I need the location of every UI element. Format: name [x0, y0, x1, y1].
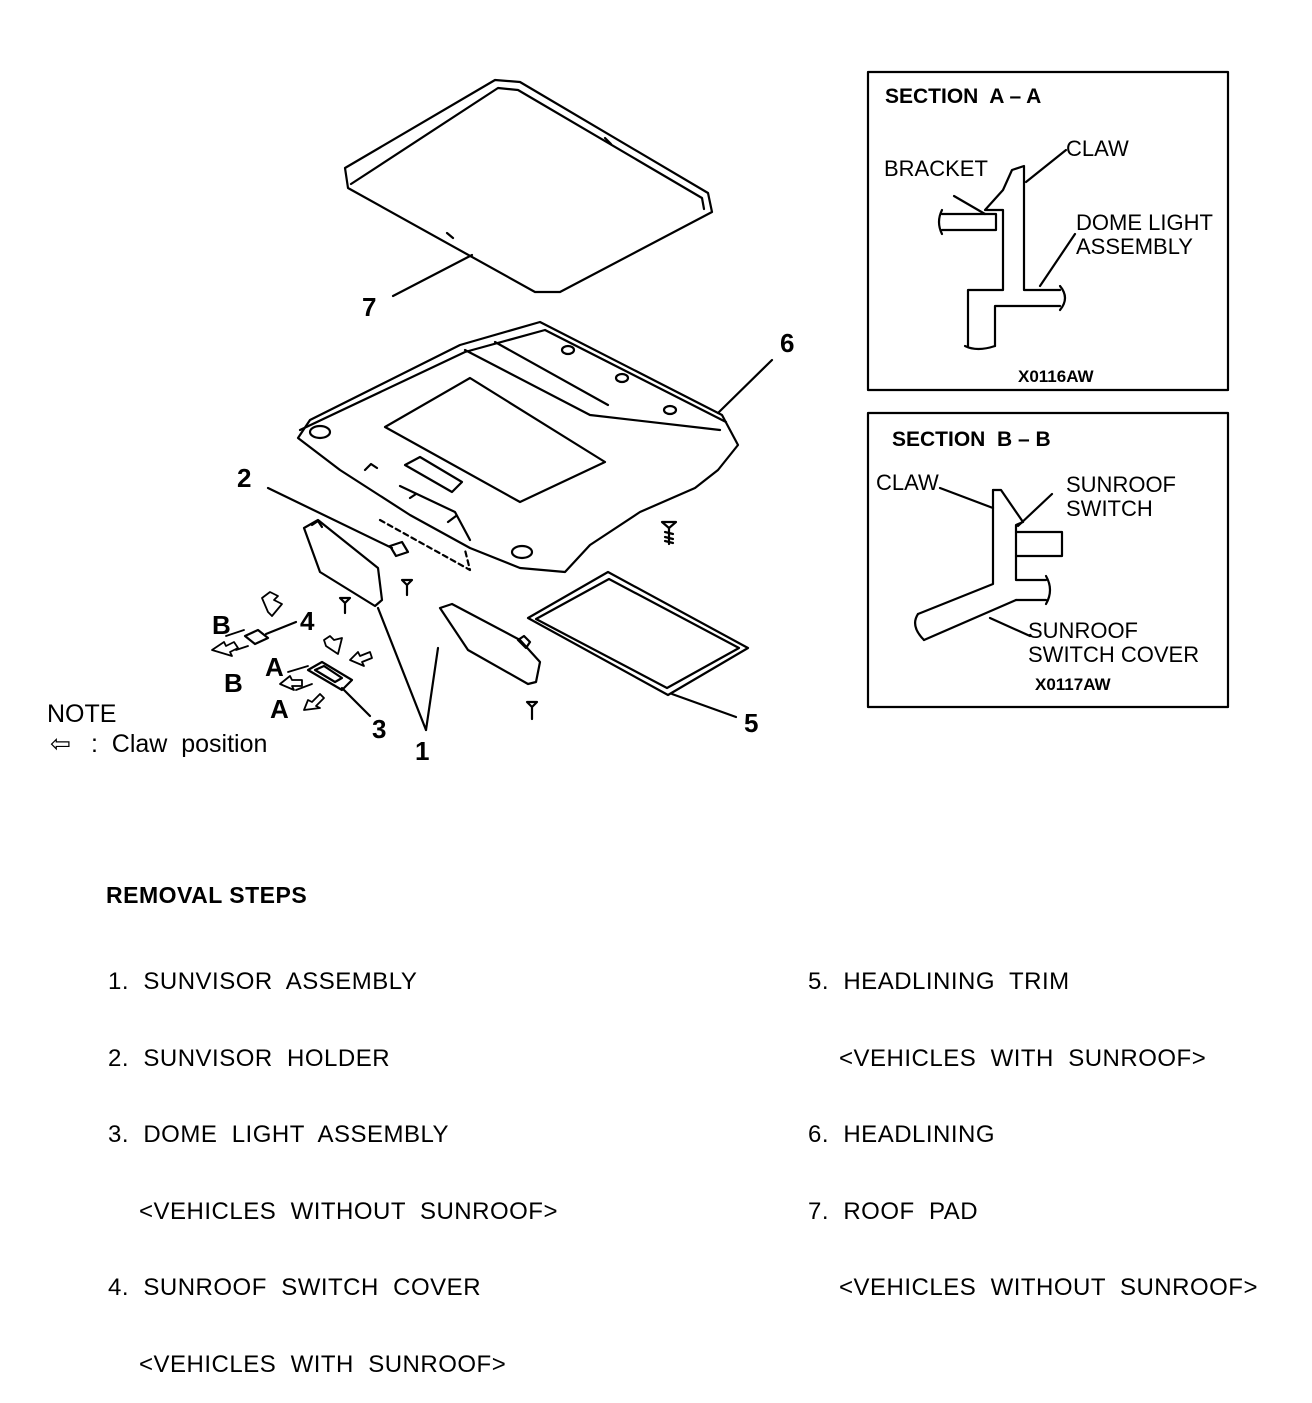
section-b-drawing — [913, 486, 1064, 642]
leader-line-6 — [716, 358, 774, 415]
callout-1: 1 — [415, 736, 429, 766]
step-7-note: <VEHICLES WITHOUT SUNROOF> — [839, 1274, 1258, 1301]
section-b-claw-label: CLAW — [876, 470, 939, 495]
switch-cover-illustration — [243, 628, 270, 646]
callout-2: 2 — [237, 463, 251, 493]
claw-arrow-icon — [211, 591, 373, 711]
section-b-cover-label-2: SWITCH COVER — [1028, 642, 1199, 667]
section-b-switch-label-1: SUNROOF — [1066, 472, 1176, 497]
step-6: 6. HEADLINING — [808, 1121, 996, 1148]
leader-line-2 — [266, 486, 394, 550]
sunvisor-holder-illustration — [388, 540, 414, 597]
sunvisor-left-illustration — [302, 518, 384, 615]
step-2: 2. SUNVISOR HOLDER — [108, 1044, 391, 1072]
leader-line-7 — [391, 253, 474, 298]
section-a-box — [866, 70, 1230, 392]
section-b-cover-label-1: SUNROOF — [1028, 618, 1138, 643]
marker-b-lower: B — [224, 668, 243, 698]
section-b-switch-label-2: SWITCH — [1066, 496, 1153, 521]
section-b-box — [866, 411, 1230, 709]
marker-a-lower: A — [270, 694, 289, 724]
step-3-note: <VEHICLES WITHOUT SUNROOF> — [139, 1197, 558, 1225]
step-4: 4. SUNROOF SWITCH COVER — [108, 1274, 482, 1301]
leader-line-3 — [340, 686, 372, 718]
marker-b-upper: B — [212, 610, 231, 640]
section-a-code: X0116AW — [1018, 367, 1095, 386]
step-5-note: <VEHICLES WITH SUNROOF> — [839, 1044, 1207, 1072]
leader-line-1b — [424, 646, 440, 732]
headlining-trim-illustration — [526, 570, 750, 697]
screw-icon — [660, 520, 678, 546]
section-a-drawing — [937, 148, 1077, 351]
section-a-claw-label: CLAW — [1066, 136, 1129, 161]
section-a-dome-label-2: ASSEMBLY — [1076, 234, 1193, 259]
leader-line-1a — [376, 606, 428, 732]
roof-pad-illustration — [343, 78, 714, 294]
note-arrow-icon: ⇦ — [50, 730, 71, 758]
marker-a-upper: A — [265, 652, 284, 682]
callout-3: 3 — [372, 714, 386, 744]
note-title: NOTE — [47, 700, 116, 728]
headlining-illustration — [296, 320, 740, 574]
leader-line-4 — [264, 620, 298, 636]
step-7: 7. ROOF PAD — [808, 1197, 979, 1225]
leader-line-5 — [670, 692, 738, 719]
step-3: 3. DOME LIGHT ASSEMBLY — [108, 1121, 450, 1148]
section-a-dome-label-1: DOME LIGHT — [1076, 210, 1213, 235]
step-5: 5. HEADLINING TRIM — [808, 968, 1070, 995]
sunvisor-right-illustration — [438, 602, 542, 721]
section-b-title: SECTION B – B — [892, 428, 1051, 451]
removal-steps-left: 1. SUNVISOR ASSEMBLY 2. SUNVISOR HOLDER … — [108, 918, 558, 1403]
section-b-code: X0117AW — [1035, 675, 1112, 694]
note-text: : Claw position — [84, 730, 267, 758]
removal-steps-right: 5. HEADLINING TRIM <VEHICLES WITH SUNROO… — [808, 918, 1258, 1326]
removal-steps-title: REMOVAL STEPS — [106, 882, 308, 908]
step-1: 1. SUNVISOR ASSEMBLY — [108, 968, 418, 995]
section-a-bracket-label: BRACKET — [884, 156, 988, 181]
callout-7: 7 — [362, 292, 376, 322]
exploded-diagram: 7 6 2 4 3 1 5 B B A A NOTE ⇦ : Claw posi… — [47, 70, 1230, 766]
callout-6: 6 — [780, 328, 794, 358]
section-a-title: SECTION A – A — [885, 85, 1041, 108]
callout-4: 4 — [300, 606, 315, 636]
step-4-note: <VEHICLES WITH SUNROOF> — [139, 1350, 507, 1378]
dome-light-illustration — [306, 660, 354, 692]
callout-5: 5 — [744, 708, 758, 738]
